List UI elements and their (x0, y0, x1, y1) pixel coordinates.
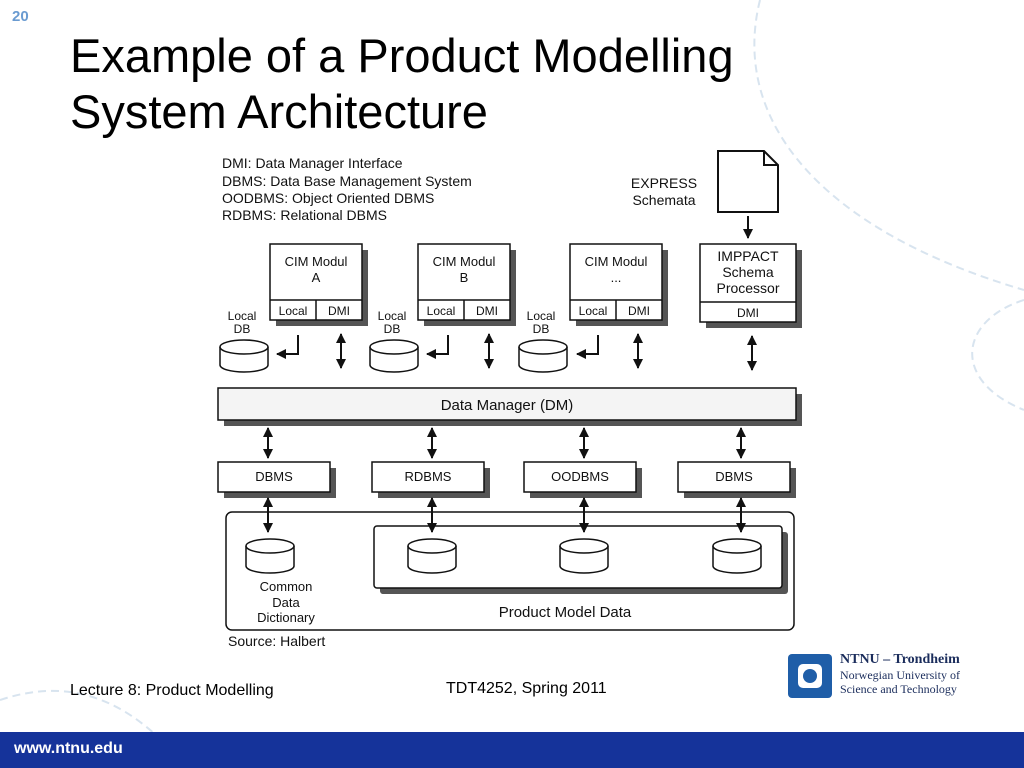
local-db-b-label-1: Local (378, 309, 407, 323)
processor-dmi: DMI (737, 306, 759, 320)
slide-number: 20 (12, 8, 29, 25)
dbms-box-1-label: DBMS (255, 469, 293, 484)
ntnu-logo (788, 654, 832, 698)
org-line-2: Science and Technology (840, 682, 957, 696)
local-db-a-label-2: DB (234, 322, 251, 336)
local-db-more-label-2: DB (533, 322, 550, 336)
slide-title: Example of a Product Modelling System Ar… (70, 28, 830, 140)
dictionary-label-line-1: Common (260, 579, 313, 594)
oodbms-box-label: OODBMS (551, 469, 609, 484)
legend-dmi: DMI: Data Manager Interface (222, 155, 403, 171)
product-model-label: Product Model Data (499, 604, 632, 621)
data-storage-frame (225, 511, 795, 631)
cim-module-a: CIM Modul A Local DMI (269, 243, 368, 326)
processor-line-1: IMPPACT (717, 248, 779, 264)
dictionary-label-line-3: Dictionary (257, 610, 315, 625)
footer-course: TDT4252, Spring 2011 (446, 680, 607, 697)
cim-module-b-letter: B (460, 270, 469, 285)
slide-title-line-1: Example of a Product Modelling (70, 29, 734, 82)
local-db-b-cylinder (369, 339, 419, 373)
product-store-2-cylinder (559, 538, 609, 574)
cim-module-a-title: CIM Modul (285, 254, 348, 269)
source-label: Source: Halbert (228, 633, 325, 649)
cim-module-more-dots: ... (611, 270, 622, 285)
cim-module-more: CIM Modul ... Local DMI (569, 243, 668, 326)
processor-line-2: Schema (722, 264, 774, 280)
local-db-more-label-1: Local (527, 309, 556, 323)
cim-module-more-title: CIM Modul (585, 254, 648, 269)
arrow-local-a-to-db (276, 335, 299, 359)
processor-line-3: Processor (716, 280, 779, 296)
cim-module-b-local: Local (427, 304, 456, 318)
product-store-1-cylinder (407, 538, 457, 574)
local-db-a-cylinder (219, 339, 269, 373)
express-label-line-1: EXPRESS (631, 175, 697, 191)
footer-lecture: Lecture 8: Product Modelling (70, 682, 274, 699)
rdbms-box: RDBMS (371, 461, 490, 498)
cim-module-more-local: Local (579, 304, 608, 318)
cim-module-a-dmi: DMI (328, 304, 350, 318)
document-icon (717, 150, 779, 213)
dictionary-cylinder (245, 538, 295, 574)
arrow-local-b-to-db (426, 335, 449, 359)
website-url[interactable]: www.ntnu.edu (14, 740, 123, 757)
slide-title-line-2: System Architecture (70, 85, 488, 138)
organization-block: NTNU – Trondheim Norwegian University of… (840, 652, 960, 696)
cim-module-more-dmi: DMI (628, 304, 650, 318)
local-db-b-label-2: DB (384, 322, 401, 336)
data-manager-label: Data Manager (DM) (441, 397, 574, 414)
cim-module-b: CIM Modul B Local DMI (417, 243, 516, 326)
local-db-a-label-1: Local (228, 309, 257, 323)
arrow-local-more-to-db (576, 335, 599, 359)
legend-oodbms: OODBMS: Object Oriented DBMS (222, 190, 434, 206)
rdbms-box-label: RDBMS (405, 469, 452, 484)
bottom-bar: www.ntnu.edu (0, 732, 1024, 768)
data-manager-bar: Data Manager (DM) (217, 387, 802, 426)
dbms-box-2: DBMS (677, 461, 796, 498)
cim-module-b-title: CIM Modul (433, 254, 496, 269)
cim-module-b-dmi: DMI (476, 304, 498, 318)
dbms-box-1: DBMS (217, 461, 336, 498)
legend-dbms: DBMS: Data Base Management System (222, 173, 472, 189)
oodbms-box: OODBMS (523, 461, 642, 498)
express-label-line-2: Schemata (632, 192, 695, 208)
imppact-schema-processor: IMPPACT Schema Processor DMI (699, 243, 802, 328)
org-name: NTNU – Trondheim (840, 652, 960, 667)
dictionary-label-line-2: Data (272, 595, 300, 610)
cim-module-a-letter: A (312, 270, 321, 285)
legend-rdbms: RDBMS: Relational DBMS (222, 207, 387, 223)
cim-module-a-local: Local (279, 304, 308, 318)
product-store-3-cylinder (712, 538, 762, 574)
org-line-1: Norwegian University of (840, 668, 960, 682)
dbms-box-2-label: DBMS (715, 469, 753, 484)
local-db-more-cylinder (518, 339, 568, 373)
